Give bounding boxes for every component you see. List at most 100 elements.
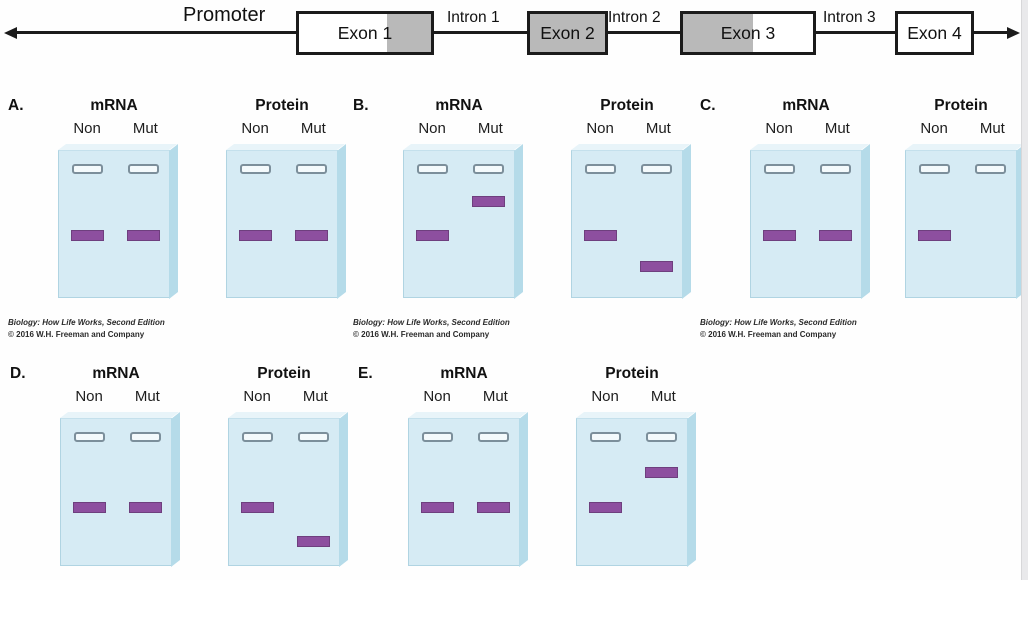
gel-band-non [71, 229, 105, 241]
gel-well-non [585, 164, 616, 175]
panel-letter: E. [358, 365, 373, 382]
left-arrowhead-icon [4, 26, 17, 39]
intron-label-1: Intron 1 [447, 9, 500, 26]
gel-title: Protein [934, 97, 988, 114]
gel-well-non [919, 164, 950, 175]
panel-letter: C. [700, 97, 716, 114]
exon-shaded-region [683, 14, 754, 52]
panel: B. mRNA Non Mut Protein Non Mut Biology:… [353, 95, 698, 350]
gel-title: mRNA [92, 365, 140, 382]
lane-label-non: Non [586, 120, 614, 137]
intron-label-3: Intron 3 [823, 9, 876, 26]
gel-slab [905, 150, 1017, 298]
gel-band-mut [640, 260, 674, 272]
gel-slab [60, 418, 172, 566]
panel-gels: mRNA Non Mut Protein Non Mut [700, 95, 1028, 350]
gel-band-non [589, 502, 623, 514]
gel-band-non [416, 229, 450, 241]
lane-label-non: Non [765, 120, 793, 137]
panel: E. mRNA Non Mut Protein Non Mut [358, 363, 703, 618]
lane-label-non: Non [920, 120, 948, 137]
gel-slab [226, 150, 338, 298]
gel-well-non [764, 164, 795, 175]
exon-label: Exon 3 [720, 22, 776, 43]
lane-label-non: Non [241, 120, 269, 137]
copyright-credit: Biology: How Life Works, Second Edition … [700, 317, 857, 341]
lane-label-mut: Mut [477, 120, 503, 137]
lane-labels: Non Mut [905, 120, 1017, 138]
panel-letter: D. [10, 365, 26, 382]
exon-label: Exon 4 [907, 22, 962, 43]
lane-label-mut: Mut [300, 120, 326, 137]
lane-labels: Non Mut [576, 388, 688, 406]
gel-slab [228, 418, 340, 566]
gel-well-mut [641, 164, 673, 175]
gel-slab [403, 150, 515, 298]
gel-well-mut [296, 164, 328, 175]
gel-well-non [240, 164, 271, 175]
gel-band-non [73, 502, 107, 514]
gel-title: mRNA [435, 97, 483, 114]
credit-publisher: © 2016 W.H. Freeman and Company [8, 330, 145, 339]
credit-book-title: Biology: How Life Works, Second Edition [700, 318, 857, 327]
panel-gels: mRNA Non Mut Protein Non Mut [8, 95, 353, 350]
gel-band-mut [645, 467, 679, 479]
gel-band-non [918, 229, 952, 241]
lane-labels: Non Mut [571, 120, 683, 138]
gene-axis-line [14, 31, 1010, 34]
gel-well-mut [646, 432, 678, 443]
gel-band-mut [127, 229, 161, 241]
right-arrowhead-icon [1007, 26, 1020, 39]
gel-band-non [763, 229, 797, 241]
exon-label: Exon 1 [337, 22, 393, 43]
gel-well-non [590, 432, 621, 443]
exon-box-3: Exon 3 [680, 11, 816, 55]
copyright-credit: Biology: How Life Works, Second Edition … [353, 317, 510, 341]
copyright-credit: Biology: How Life Works, Second Edition … [8, 317, 165, 341]
lane-labels: Non Mut [750, 120, 862, 138]
lane-label-non: Non [243, 388, 271, 405]
lane-label-mut: Mut [645, 120, 671, 137]
panel-gels: mRNA Non Mut Protein Non Mut [10, 363, 355, 618]
panel-letter: B. [353, 97, 369, 114]
gel-well-non [417, 164, 448, 175]
panel: C. mRNA Non Mut Protein Non Mut Biology:… [700, 95, 1028, 350]
window-edge-strip [1021, 0, 1028, 580]
gel-title: Protein [605, 365, 659, 382]
gel-title: mRNA [90, 97, 138, 114]
gel-band-non [421, 502, 455, 514]
gel-well-mut [298, 432, 330, 443]
gel-title: mRNA [782, 97, 830, 114]
panel-gels: mRNA Non Mut Protein Non Mut [358, 363, 703, 618]
gel-well-mut [473, 164, 505, 175]
gel-title: Protein [600, 97, 654, 114]
gel-well-non [242, 432, 273, 443]
exon-label: Exon 2 [540, 22, 595, 43]
credit-book-title: Biology: How Life Works, Second Edition [353, 318, 510, 327]
credit-publisher: © 2016 W.H. Freeman and Company [700, 330, 837, 339]
lane-label-non: Non [591, 388, 619, 405]
gel-slab [750, 150, 862, 298]
credit-publisher: © 2016 W.H. Freeman and Company [353, 330, 490, 339]
gel-band-non [241, 502, 275, 514]
lane-label-mut: Mut [979, 120, 1005, 137]
gel-well-mut [820, 164, 852, 175]
gel-slab [571, 150, 683, 298]
lane-label-non: Non [423, 388, 451, 405]
lane-labels: Non Mut [228, 388, 340, 406]
gel-title: Protein [257, 365, 311, 382]
gel-well-mut [975, 164, 1007, 175]
gel-band-non [239, 229, 273, 241]
gel-well-mut [128, 164, 160, 175]
panel: A. mRNA Non Mut Protein Non Mut Biology:… [8, 95, 353, 350]
gel-band-mut [297, 535, 331, 547]
lane-label-mut: Mut [650, 388, 676, 405]
gel-well-non [74, 432, 105, 443]
lane-label-mut: Mut [482, 388, 508, 405]
lane-label-mut: Mut [134, 388, 160, 405]
gel-slab [408, 418, 520, 566]
gel-slab [58, 150, 170, 298]
lane-label-mut: Mut [302, 388, 328, 405]
